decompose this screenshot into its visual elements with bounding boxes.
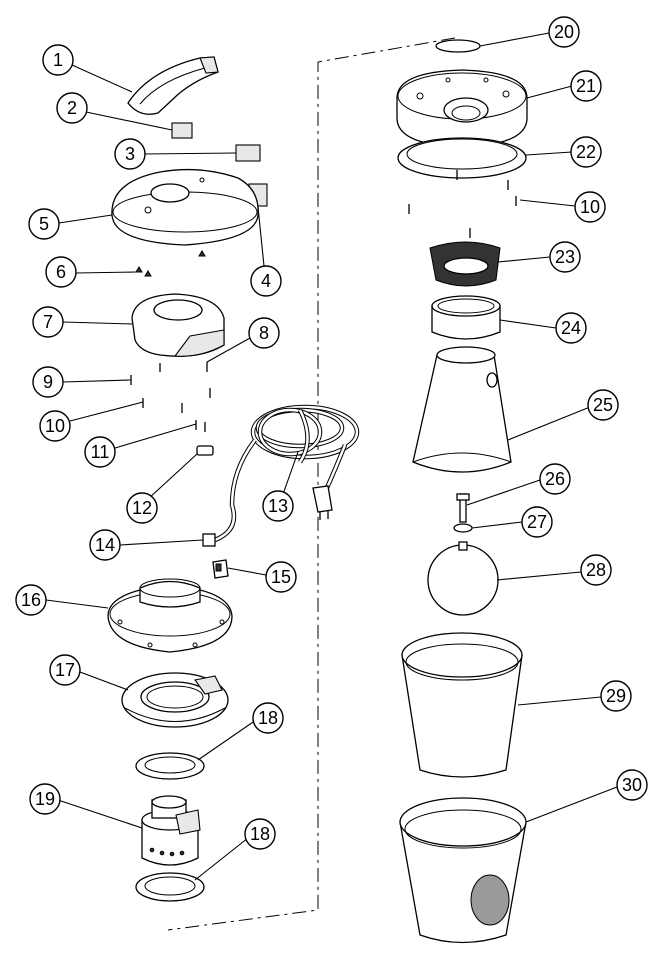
svg-text:28: 28: [586, 560, 606, 580]
part-label-small: [171, 122, 193, 139]
part-screws-10-right: [408, 170, 517, 238]
part-head-housing: [396, 69, 528, 148]
svg-text:12: 12: [132, 498, 152, 518]
part-cone-housing: [412, 346, 512, 473]
part-inner-bucket: [401, 632, 523, 778]
callout: 8: [248, 317, 280, 349]
svg-text:2: 2: [67, 98, 77, 118]
svg-text:23: 23: [555, 247, 575, 267]
svg-text:10: 10: [45, 416, 65, 436]
callout: 18: [244, 818, 276, 850]
svg-text:7: 7: [43, 312, 53, 332]
callout: 14: [89, 529, 121, 561]
callout: 18: [252, 702, 284, 734]
part-float-ball: [427, 541, 499, 616]
part-washer: [453, 523, 473, 533]
svg-text:25: 25: [593, 395, 613, 415]
callout: 29: [600, 680, 632, 712]
svg-text:10: 10: [580, 197, 600, 217]
svg-text:27: 27: [527, 512, 547, 532]
callout: 7: [32, 306, 64, 338]
svg-text:18: 18: [250, 824, 270, 844]
part-outer-bucket: [399, 797, 527, 944]
svg-text:24: 24: [561, 318, 581, 338]
svg-text:13: 13: [268, 496, 288, 516]
callout: 10: [574, 191, 606, 223]
svg-text:6: 6: [56, 262, 66, 282]
callout: 12: [126, 492, 158, 524]
svg-text:9: 9: [43, 372, 53, 392]
callout: 23: [549, 241, 581, 273]
svg-text:5: 5: [39, 214, 49, 234]
part-gasket-lower: [135, 872, 205, 902]
callout: 17: [49, 654, 81, 686]
svg-text:4: 4: [261, 271, 271, 291]
callout: 2: [56, 92, 88, 124]
svg-text:18: 18: [258, 708, 278, 728]
callout: 25: [587, 389, 619, 421]
part-power-cord: [214, 404, 360, 543]
svg-text:1: 1: [53, 50, 63, 70]
part-screws-6: [135, 250, 206, 277]
part-filter-mesh-ring: [429, 241, 501, 287]
svg-text:14: 14: [95, 535, 115, 555]
svg-text:19: 19: [35, 789, 55, 809]
svg-text:26: 26: [545, 469, 565, 489]
part-clip: [196, 445, 214, 456]
part-ring-adaptor: [431, 295, 501, 340]
part-switch: [212, 559, 229, 579]
part-top-cover: [111, 168, 259, 246]
callout: 26: [539, 463, 571, 495]
part-motor: [141, 795, 201, 866]
part-handle: [127, 56, 219, 115]
svg-text:11: 11: [91, 442, 110, 462]
part-cable-clamp: [202, 533, 216, 547]
callout: 13: [262, 490, 294, 522]
svg-text:21: 21: [576, 76, 596, 96]
callout: 9: [32, 366, 64, 398]
callout: 6: [45, 256, 77, 288]
callout: 4: [250, 265, 282, 297]
callout: 27: [521, 506, 553, 538]
svg-text:16: 16: [21, 590, 41, 610]
callout: 16: [15, 584, 47, 616]
part-head-gasket: [397, 137, 527, 179]
callout: 20: [548, 16, 580, 48]
callout: 1: [42, 44, 74, 76]
callout: 19: [29, 783, 61, 815]
callout: 10: [39, 410, 71, 442]
part-seal-ring: [121, 672, 229, 728]
callout: 15: [265, 561, 297, 593]
svg-text:22: 22: [576, 142, 596, 162]
svg-text:3: 3: [125, 144, 135, 164]
part-screws-small: [130, 362, 211, 432]
callout: 11: [84, 436, 116, 468]
assembly-guide-line: [167, 37, 456, 931]
callout: 30: [616, 769, 648, 801]
svg-text:17: 17: [55, 660, 75, 680]
part-label-medium: [235, 144, 261, 162]
part-gasket-upper: [135, 752, 205, 780]
callout: 22: [570, 136, 602, 168]
part-filter-disc: [435, 39, 481, 53]
svg-text:29: 29: [606, 686, 626, 706]
part-motor-plate: [107, 578, 233, 653]
svg-text:30: 30: [622, 775, 642, 795]
svg-text:15: 15: [271, 567, 291, 587]
leader-lines: [45, 32, 618, 881]
callout: 3: [114, 138, 146, 170]
part-bolt: [456, 493, 470, 523]
svg-text:20: 20: [554, 22, 574, 42]
part-motor-cover: [131, 293, 225, 357]
callout: 21: [570, 70, 602, 102]
callout: 28: [580, 554, 612, 586]
svg-text:8: 8: [259, 323, 269, 343]
callout: 24: [555, 312, 587, 344]
callout: 5: [28, 208, 60, 240]
